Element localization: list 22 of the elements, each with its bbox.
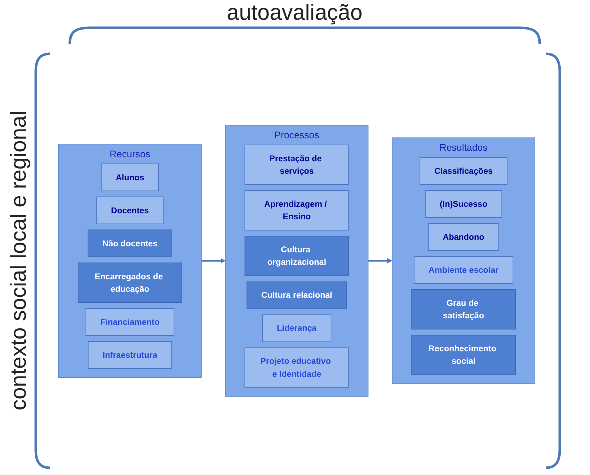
bracket-label: autoavaliação	[227, 0, 363, 26]
node-box: Reconhecimento social	[412, 335, 516, 376]
node-box: Encarregados de educação	[78, 262, 182, 303]
node-box: Cultura organizacional	[244, 236, 350, 276]
node-box: Infraestrutura	[88, 341, 172, 369]
side-label: contexto social local e regional	[6, 111, 32, 411]
arrow	[368, 258, 393, 264]
node-box: Abandono	[428, 224, 500, 252]
node-box: Ambiente escolar	[414, 256, 514, 284]
node-box: Classificações	[420, 158, 508, 186]
arrow	[202, 258, 226, 264]
node-box: Prestação de serviços	[244, 144, 350, 186]
node-box: Alunos	[101, 164, 160, 192]
node-box: Grau de satisfação	[412, 290, 516, 330]
node-box: Projeto educativo e Identidade	[244, 348, 350, 388]
node-box: Financiamento	[86, 308, 175, 336]
node-box: Docentes	[96, 196, 164, 224]
node-box: Não docentes	[88, 230, 172, 258]
node-box: Liderança	[262, 314, 332, 342]
node-box: Cultura relacional	[246, 282, 348, 310]
node-box: Aprendizagem / Ensino	[244, 190, 350, 231]
node-box: (In)Sucesso	[425, 190, 502, 218]
